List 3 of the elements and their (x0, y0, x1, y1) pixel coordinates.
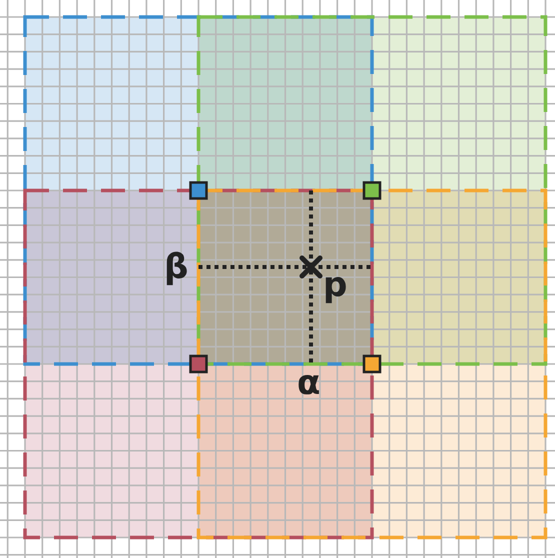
variable-label: β (164, 250, 188, 284)
variable-label: p (323, 268, 348, 302)
variable-label: α (297, 366, 320, 400)
